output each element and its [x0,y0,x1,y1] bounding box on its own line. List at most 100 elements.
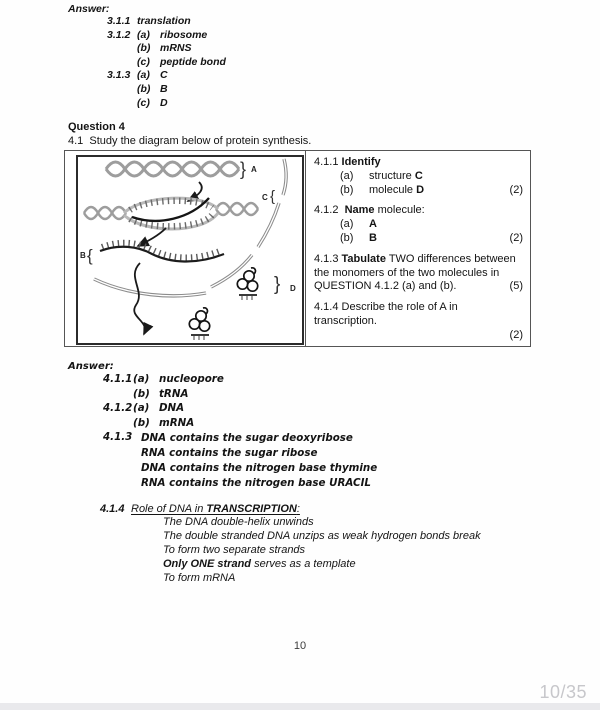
question4-intro: 4.1 Study the diagram below of protein s… [68,134,312,147]
answer-sub: (b) [133,387,150,400]
answer-num: 4.1.2 [103,402,133,415]
answer-414: 4.1.4 Role of DNA in TRANSCRIPTION: The D… [100,502,481,586]
nuclear-membrane [93,158,288,298]
answer-text: The DNA double-helix unwinds [163,516,314,529]
q-sub: (b) [340,231,354,244]
answer-text: DNA contains the nitrogen base thymine [141,462,378,475]
answer-title-colon: : [296,503,300,516]
marks-badge: (2) [509,183,523,196]
q411-line: 4.1.1 Identify [314,156,523,170]
protein-synthesis-diagram: } A [80,158,296,340]
transcription-bubble [82,196,260,231]
answer-row: (c) peptide bond [107,56,226,70]
answer-sub: (c) [137,55,150,68]
answer-block-3: Answer: 3.1.1 translation 3.1.2 (a) ribosom… [68,3,226,110]
answer-rest: serves as a template [251,558,356,571]
answer-sub: (a) [137,69,150,82]
q-verb: Name [344,204,375,217]
answer-text: RNA contains the sugar ribose [141,447,318,460]
answer-title: Role of DNA in [131,503,207,516]
answer-num: 3.1.2 [107,28,131,41]
q-text: QUESTION 4.1.2 (a) and (b). [314,280,457,293]
answer-text: ribosome [160,28,208,41]
marks-badge: (5) [509,280,523,293]
answer-row: (b)mRNA [103,416,481,431]
q414-line: 4.1.4 Describe the role of A in transcri… [314,301,523,329]
q-num: 4.1.1 [314,156,339,168]
q-sub: (a) [340,218,354,231]
q-key: D [416,183,425,196]
answer-text: B [160,82,168,95]
q-num: 4.1.2 [314,204,339,217]
answer-414-title-line: 4.1.4 Role of DNA in TRANSCRIPTION: [100,502,481,516]
brace-b: { [87,246,93,265]
q-text: the monomers of the two molecules in [314,266,500,279]
q-text: molecule: [377,204,425,217]
q-key: B [369,231,377,244]
mrna-strand [99,239,225,263]
q-sub: (b) [340,183,354,196]
answer-row: 4.1.2(a) DNA [103,401,481,416]
answer-row: 3.1.1 translation [107,15,226,29]
q-num: 4.1.4 [314,301,339,314]
q-key: C [414,169,423,182]
diagram-label-b: B [80,251,86,260]
figure-table: } A [64,150,532,347]
next-page-edge [0,703,600,710]
dna-double-helix-icon [104,160,241,178]
answer-text: DNA contains the sugar deoxyribose [141,432,353,445]
trna-molecule [188,307,211,340]
question4-heading: Question 4 [68,121,125,133]
answer-row: 3.1.2 (a) ribosome [107,29,226,43]
answer-title-key: TRANSCRIPTION [206,503,297,516]
q-key: A [369,218,377,231]
marks-badge: (2) [509,328,523,341]
answer-text: To form two separate strands [163,544,306,557]
diagram-label-d: D [290,284,296,293]
answer-text: The double stranded DNA unzips as weak h… [163,530,481,543]
answer-row: (b)tRNA [103,387,481,402]
answer-text: translation [137,15,191,27]
answer-sub: (b) [137,42,151,55]
q411a-line: (a)structure C [314,170,523,184]
answer-sub: (c) [137,96,150,109]
answer-text: RNA contains the nitrogen base URACIL [141,477,371,490]
q-text: TWO differences between [388,252,516,265]
answer-sub: (b) [137,82,151,95]
diagram-label-c: C [262,193,268,202]
answer-block-4: Answer: 4.1.1(a)nucleopore (b)tRNA 4.1.2… [68,361,481,586]
q413-line2: the monomers of the two molecules in [314,267,523,281]
answer-num: 4.1.4 [100,503,125,516]
answer-row: 4.1.1(a)nucleopore [103,372,481,387]
answer-sub: (a) [137,28,150,41]
brace-c: { [270,188,275,205]
answer-num: 3.1.1 [107,15,131,27]
brace-a: } [240,159,246,179]
answer-label: Answer: [68,361,114,372]
q-num: 4.1.3 [314,252,339,265]
answer-text: peptide bond [160,55,226,68]
answer-text: DNA [159,402,185,415]
answer-num: 4.1.3 [103,431,133,444]
q414-marks-line: (2) [314,329,523,343]
trna-molecule [236,267,259,300]
q-text: structure [369,169,412,182]
answer-row: (b) mRNS [107,42,226,56]
answer-text: mRNS [160,42,192,55]
q411b-line: (b) molecule D (2) [314,184,523,198]
answer-num: 3.1.3 [107,69,131,82]
wavy-arrow-icon [133,262,154,336]
answer-row: 3.1.3(a)C [107,69,226,83]
answer-413: 4.1.3 DNA contains the sugar deoxyribose… [103,431,481,491]
answer-sub: (a) [133,402,150,415]
answer-text: To form mRNA [163,572,236,584]
q-text: molecule [369,183,414,196]
q412a-line: (a) A [314,218,523,232]
answer-row: (c)D [107,97,226,111]
answer-label: Answer: [68,3,110,15]
diagram-cell: } A [64,150,306,347]
q-verb: Tabulate [341,252,386,265]
diagram-frame: } A [76,155,304,345]
q-verb: Identify [341,156,381,168]
